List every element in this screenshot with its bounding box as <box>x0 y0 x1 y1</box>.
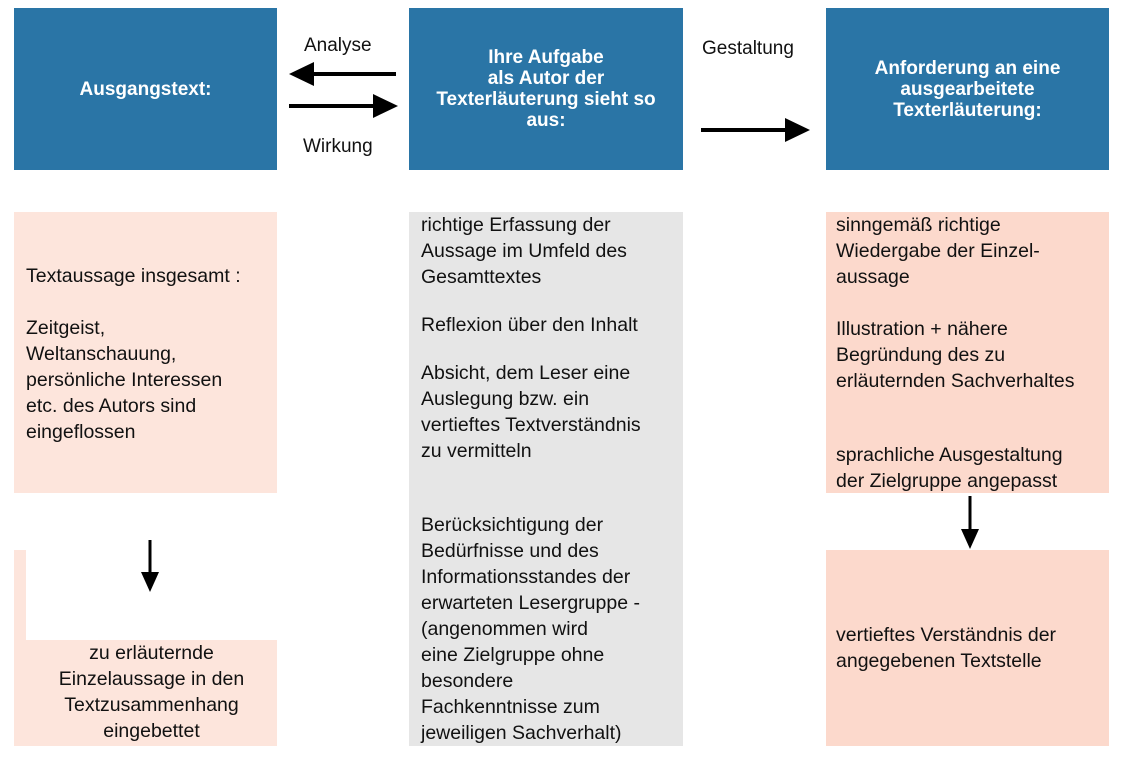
header-ausgangstext-label: Ausgangstext: <box>79 78 212 100</box>
box-anforderung-details: sinngemäß richtige Wiedergabe der Einzel… <box>826 212 1109 493</box>
anforderung-p3: sprachliche Ausgestaltung der Zielgruppe… <box>836 444 1063 492</box>
box-textaussage: Textaussage insgesamt : Zeitgeist, Welta… <box>14 212 277 493</box>
arrow-down-right <box>961 496 979 549</box>
header-ausgangstext: Ausgangstext: <box>14 8 277 170</box>
header-anforderung: Anforderung an eine ausgearbeitete Texte… <box>826 8 1109 170</box>
label-wirkung: Wirkung <box>303 136 373 157</box>
aufgabe-p2: Reflexion über den Inhalt <box>421 314 638 336</box>
header-aufgabe-label: Ihre Aufgabe als Autor der Texterläuteru… <box>436 47 656 131</box>
aufgabe-p1: richtige Erfassung der Aussage im Umfeld… <box>421 214 627 288</box>
box-verstaendnis: vertieftes Verständnis der angegebenen T… <box>826 550 1109 746</box>
einzelaussage-text: zu erläuternde Einzelaussage in den Text… <box>58 642 245 742</box>
box-einzelaussage: zu erläuternde Einzelaussage in den Text… <box>26 640 277 746</box>
label-gestaltung: Gestaltung <box>702 38 794 59</box>
anforderung-p1: sinngemäß richtige Wiedergabe der Einzel… <box>836 214 1040 288</box>
box-einzelaussage-strip <box>14 550 26 746</box>
arrow-wirkung-right <box>289 94 398 118</box>
aufgabe-p3: Absicht, dem Leser eine Auslegung bzw. e… <box>421 362 641 462</box>
box-aufgabe-details: richtige Erfassung der Aussage im Umfeld… <box>409 212 683 746</box>
arrow-down-left <box>141 540 159 592</box>
header-anforderung-label: Anforderung an eine ausgearbeitete Texte… <box>874 57 1061 121</box>
arrow-gestaltung-right <box>701 118 810 142</box>
textaussage-text: Textaussage insgesamt : Zeitgeist, Welta… <box>26 265 241 443</box>
verstaendnis-text: vertieftes Verständnis der angegebenen T… <box>836 624 1057 672</box>
aufgabe-p4: Berücksichtigung der Bedürfnisse und des… <box>421 514 640 744</box>
arrow-analyse-left <box>289 62 396 86</box>
label-analyse: Analyse <box>304 35 372 56</box>
anforderung-p2: Illustration + nähere Begründung des zu … <box>836 318 1075 392</box>
header-aufgabe: Ihre Aufgabe als Autor der Texterläuteru… <box>409 8 683 170</box>
